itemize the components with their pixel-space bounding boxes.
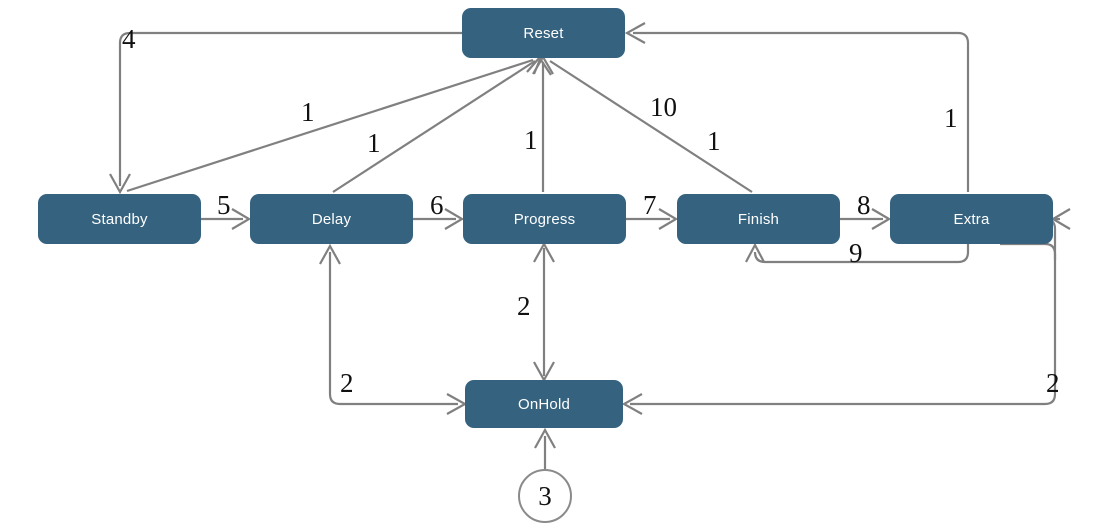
edge-label-finish-reset-10: 10 [650, 92, 677, 122]
edge-extra-onhold [621, 242, 1057, 415]
edge-label-finish-reset-1: 1 [707, 126, 721, 156]
edge-label-progress-onhold: 2 [517, 291, 531, 321]
state-node-progress[interactable]: Progress [463, 194, 626, 244]
edge-finish-extra [840, 208, 892, 230]
edge-label-standby-delay: 5 [217, 190, 231, 220]
edge-label-delay-reset: 1 [367, 128, 381, 158]
edge-reset-standby [109, 31, 462, 195]
state-node-progress-label: Progress [513, 210, 576, 228]
edge-start-onhold [534, 427, 556, 469]
edge-label-onhold-delay: 2 [340, 368, 354, 398]
state-node-onhold[interactable]: OnHold [465, 380, 623, 428]
state-node-reset[interactable]: Reset [462, 8, 625, 58]
edge-label-delay-progress: 6 [430, 190, 444, 220]
state-node-finish[interactable]: Finish [677, 194, 840, 244]
edge-label-progress-reset: 1 [524, 125, 538, 155]
edge-standby-reset [126, 47, 542, 193]
state-node-delay[interactable]: Delay [250, 194, 413, 244]
edge-extra-finish [745, 242, 970, 264]
state-node-delay-label: Delay [311, 210, 352, 228]
edge-label-extra-reset: 1 [944, 103, 958, 133]
edge-label-extra-finish: 9 [849, 238, 863, 268]
state-node-onhold-label: OnHold [517, 395, 571, 413]
edge-extra-reset [624, 22, 970, 192]
edge-finish-reset [537, 48, 753, 193]
edge-progress-onhold [533, 241, 555, 383]
edge-delay-progress [413, 208, 465, 230]
state-node-extra[interactable]: Extra [890, 194, 1053, 244]
edge-label-standby-reset: 1 [301, 97, 315, 127]
state-node-extra-label: Extra [953, 210, 990, 228]
edge-progress-finish [626, 208, 679, 230]
state-node-standby[interactable]: Standby [38, 194, 201, 244]
edge-onhold-delay [319, 243, 458, 406]
edge-delay-reset [332, 46, 543, 193]
edge-label-reset-standby: 4 [122, 24, 136, 54]
edge-label-progress-finish: 7 [643, 190, 657, 220]
start-state-marker-label: 3 [538, 480, 552, 511]
state-node-standby-label: Standby [91, 210, 148, 228]
edge-label-extra-onhold: 2 [1046, 368, 1060, 398]
edge-label-finish-extra: 8 [857, 190, 871, 220]
edge-standby-delay [201, 208, 252, 230]
state-node-finish-label: Finish [737, 210, 780, 228]
state-node-reset-label: Reset [523, 24, 564, 42]
start-state-marker[interactable]: 3 [518, 469, 572, 523]
